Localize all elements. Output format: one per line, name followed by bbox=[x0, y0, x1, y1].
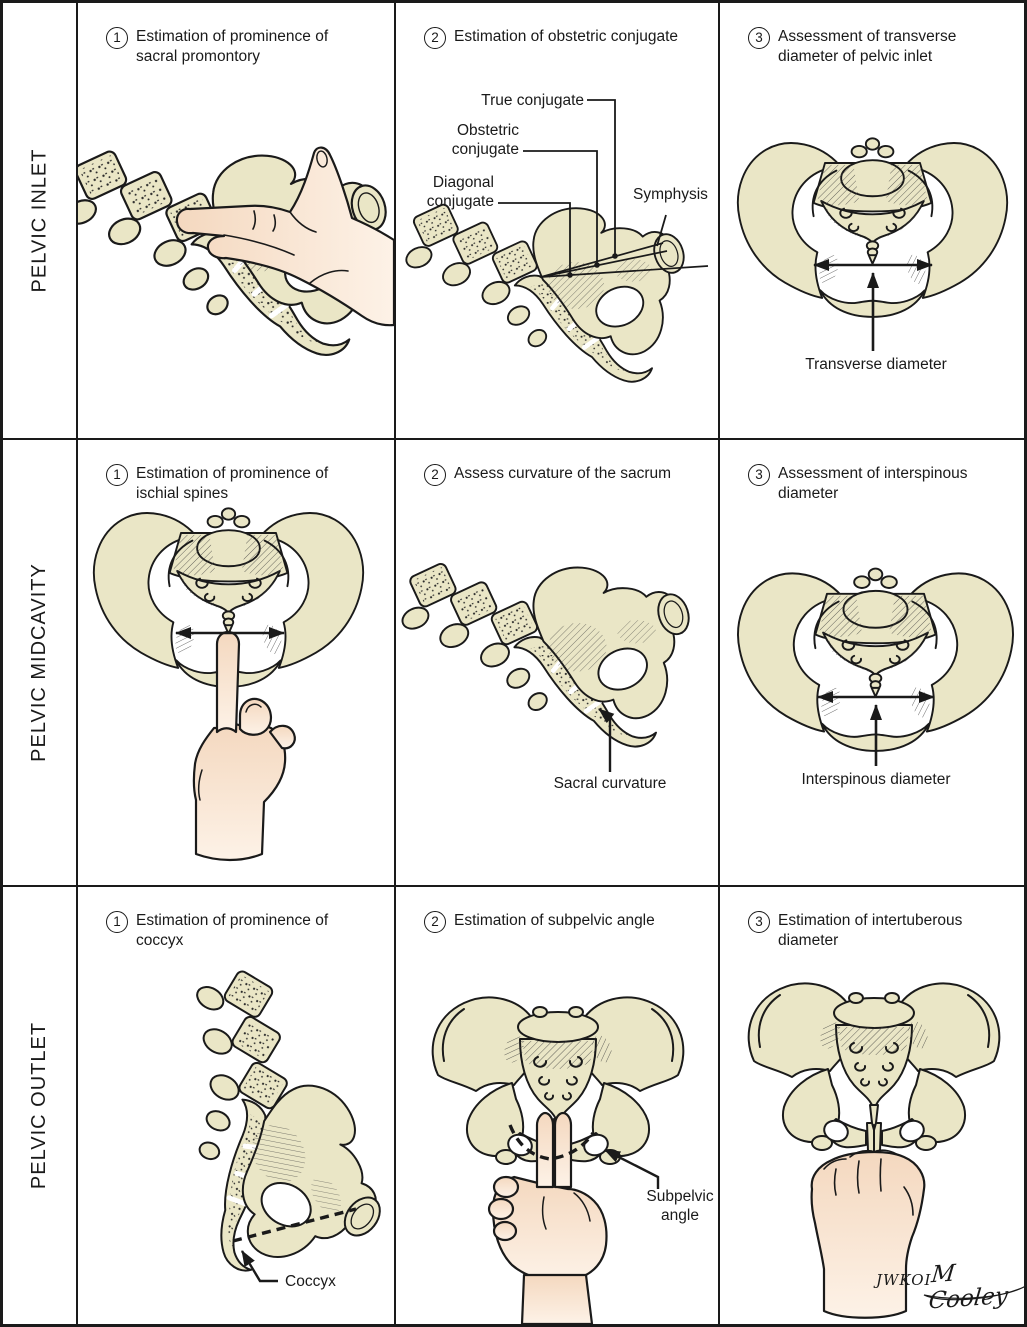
sagittal-pelvis-sacral-curvature-illustration bbox=[396, 440, 720, 772]
obstetric-conjugate-label: Obstetric conjugate bbox=[451, 122, 519, 159]
leader-dots bbox=[567, 253, 618, 278]
step-number-badge: 1 bbox=[106, 911, 128, 933]
anterior-pelvis-with-fist-intertuberous-illustration bbox=[747, 982, 1001, 1319]
step-number-badge: 2 bbox=[424, 27, 446, 49]
row-label-text: PELVIC MIDCAVITY bbox=[28, 563, 51, 762]
label-leader-lines bbox=[498, 99, 667, 275]
symphysis-label: Symphysis bbox=[633, 186, 708, 203]
thumbnail-detail bbox=[316, 150, 328, 168]
coccyx-label: Coccyx bbox=[285, 1273, 336, 1290]
superior-pelvis-interspinous-diameter-illustration bbox=[737, 567, 1014, 766]
sagittal-pelvis-conjugates-illustration bbox=[396, 99, 709, 440]
subpelvic-angle-pointer-arrow bbox=[604, 1148, 660, 1189]
row-label-text: PELVIC INLET bbox=[28, 148, 50, 293]
sagittal-pelvis-with-examining-hand-illustration bbox=[78, 146, 394, 440]
step-number-badge: 1 bbox=[106, 464, 128, 486]
row-label-pelvic-midcavity: PELVIC MIDCAVITY bbox=[3, 440, 78, 887]
interspinous-diameter-label: Interspinous diameter bbox=[801, 771, 951, 788]
true-conjugate-label: True conjugate bbox=[481, 92, 584, 109]
anterior-pelvis-with-fist-subpelvic-angle-illustration bbox=[431, 996, 685, 1324]
panel-title: 2 Estimation of subpelvic angle bbox=[424, 911, 655, 933]
row-label-text: PELVIC OUTLET bbox=[28, 1021, 50, 1190]
row-label-pelvic-inlet: PELVIC INLET bbox=[3, 3, 78, 440]
panel-title: 2 Assess curvature of the sacrum bbox=[424, 464, 671, 486]
step-number-badge: 3 bbox=[748, 27, 770, 49]
subpelvic-angle-dashed-arc bbox=[508, 1124, 595, 1161]
cell-outlet-2-subpelvic-angle: 2 Estimation of subpelvic angle bbox=[396, 887, 720, 1324]
superior-pelvis-with-examining-finger-illustration bbox=[92, 507, 365, 862]
tilted-sagittal-pelvis-coccyx-illustration bbox=[78, 887, 396, 1324]
signature-initials: JWKOI bbox=[876, 1271, 932, 1289]
step-number-badge: 3 bbox=[748, 911, 770, 933]
step-number-badge: 3 bbox=[748, 464, 770, 486]
sacral-curvature-label: Sacral curvature bbox=[553, 775, 667, 792]
step-number-badge: 2 bbox=[424, 464, 446, 486]
figure-grid: PELVIC INLET 1 Estimation of prominence … bbox=[3, 3, 1024, 1324]
panel-title: 2 Estimation of obstetric conjugate bbox=[424, 27, 678, 49]
cell-midcavity-2-sacral-curvature: 2 Assess curvature of the sacrum Sacral … bbox=[396, 440, 720, 887]
diagonal-conjugate-label: Diagonal conjugate bbox=[426, 174, 494, 211]
step-number-badge: 2 bbox=[424, 911, 446, 933]
row-label-pelvic-outlet: PELVIC OUTLET bbox=[3, 887, 78, 1324]
subpelvic-angle-label: Subpelvic angle bbox=[646, 1188, 714, 1225]
step-number-badge: 1 bbox=[106, 27, 128, 49]
signature-flourish bbox=[923, 1286, 1024, 1301]
coccyx-dashed-line bbox=[232, 1207, 357, 1243]
artist-signature: JWKOI M Cooley bbox=[876, 1259, 1024, 1315]
sacral-curvature-pointer-arrow bbox=[598, 708, 615, 772]
transverse-diameter-label: Transverse diameter bbox=[805, 356, 947, 373]
coccyx-pointer-arrow bbox=[240, 1250, 278, 1283]
cell-inlet-2-obstetric-conjugate: 2 Estimation of obstetric conjugate bbox=[396, 3, 720, 440]
superior-pelvis-transverse-diameter-illustration bbox=[736, 137, 1009, 351]
